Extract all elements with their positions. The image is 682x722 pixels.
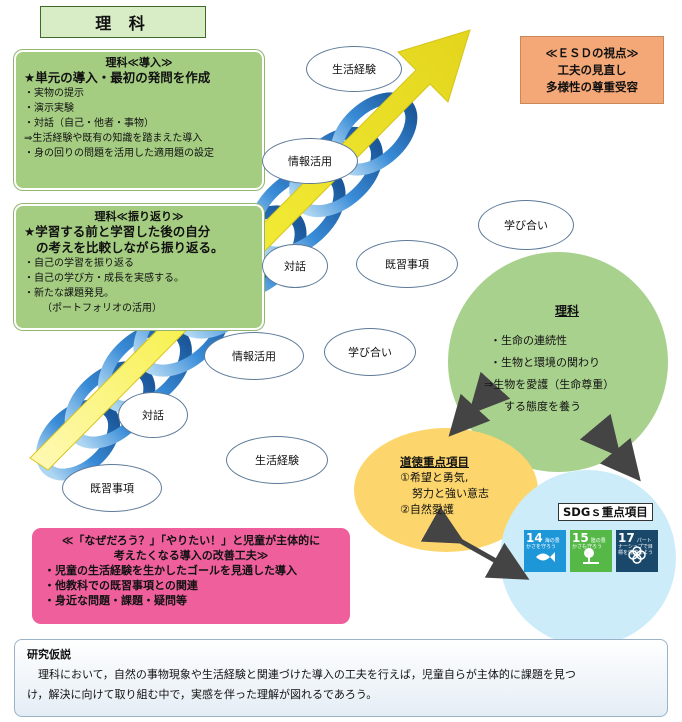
sdg-tile-caption: 海の豊かさを守ろう	[526, 538, 560, 550]
review-card-headline: ★学習する前と学習した後の自分	[24, 224, 211, 239]
keyword-ellipse-jouhou-top: 情報活用	[262, 138, 358, 184]
improvement-card-item: ・児童の生活経験を生かしたゴールを見通した導入	[44, 564, 297, 577]
keyword-ellipse-jouhou-bottom: 情報活用	[204, 332, 304, 380]
intro-card: 理科≪導入≫ ★単元の導入・最初の発問を作成 ・実物の提示 ・演示実験 ・対話（…	[14, 50, 264, 190]
review-card-item: ・新たな課題発見。	[24, 288, 114, 299]
connector-arrows	[420, 371, 641, 580]
rika-circle-line: ・生命の連続性	[490, 334, 567, 347]
intro-card-item: ・実物の提示	[24, 88, 84, 99]
rika-circle-line: ⇒生物を愛護（生命尊重）	[484, 378, 615, 391]
moral-circle-line: 努力と強い意志	[412, 487, 489, 500]
review-card-item: （ポートフォリオの活用）	[42, 303, 162, 314]
intro-card-item: ・身の回りの問題を活用した適用題の設定	[24, 148, 214, 159]
moral-circle-line: ①希望と勇気,	[400, 471, 469, 484]
improvement-card: ≪「なぜだろう？」「やりたい！」と児童が主体的に 考えたくなる導入の改善工夫≫ …	[32, 528, 350, 624]
review-card-title: 理科≪振り返り≫	[94, 210, 184, 223]
research-hypothesis-box: 研究仮説 理科において，自然の事物現象や生活経験と関連づけた導入の工夫を行えば，…	[14, 639, 668, 717]
review-card-item: ・自己の学習を振り返る	[24, 258, 134, 269]
intro-card-item: ・対話（自己・他者・事物）	[24, 118, 154, 129]
keyword-ellipse-taiwa-top: 対話	[262, 244, 328, 288]
moral-circle-line: ②自然愛護	[400, 503, 454, 516]
rika-circle-content: 理科	[482, 302, 652, 319]
sdg-tile-number: 14	[526, 531, 543, 545]
keyword-ellipse-taiwa-bottom: 対話	[118, 392, 188, 438]
improvement-card-item: ・身近な問題・課題・疑問等	[44, 594, 187, 607]
hypothesis-text: 理科において，自然の事物現象や生活経験と関連づけた導入の工夫を行えば，児童自らが…	[27, 668, 576, 681]
sdg-tile-caption: 陸の豊かさも守ろう	[572, 538, 606, 550]
sdg-tile-number: 17	[618, 531, 635, 545]
keyword-ellipse-manabiai-right: 学び合い	[478, 200, 574, 250]
keyword-ellipse-kishu-bottom: 既習事項	[62, 464, 162, 512]
intro-card-title: 理科≪導入≫	[105, 56, 173, 69]
flower-icon	[616, 545, 658, 569]
improvement-card-title: 考えたくなる導入の改善工夫≫	[113, 549, 269, 562]
keyword-ellipse-manabiai-mid: 学び合い	[324, 328, 416, 376]
rika-circle-line: ・生物と環境の関わり	[490, 356, 600, 369]
intro-card-item: ⇒生活経験や既有の知識を踏まえた導入	[24, 133, 203, 144]
page-title: 理 科	[40, 6, 206, 38]
keyword-ellipse-kishu-top: 既習事項	[356, 240, 458, 288]
rika-circle-lines: ・生命の連続性 ・生物と環境の関わり ⇒生物を愛護（生命尊重） する態度を養う	[484, 330, 662, 418]
intro-card-headline: ★単元の導入・最初の発問を作成	[24, 70, 211, 85]
connector-rika-sdg	[579, 413, 641, 482]
esd-line: 多様性の尊重受容	[546, 79, 638, 94]
esd-viewpoint-box: ≪ＥＳＤの視点≫ 工夫の見直し 多様性の尊重受容	[520, 36, 664, 104]
hypothesis-label: 研究仮説	[27, 648, 71, 661]
improvement-card-title: ≪「なぜだろう？」「やりたい！」と児童が主体的に	[61, 534, 321, 547]
intro-card-item: ・演示実験	[24, 103, 74, 114]
moral-circle-content: 道徳重点項目 ①希望と勇気, 努力と強い意志 ②自然愛護	[400, 454, 510, 518]
rika-circle-line: する態度を養う	[504, 400, 581, 413]
connector-rika-moral	[448, 371, 511, 437]
tree-icon	[570, 547, 612, 569]
review-card-headline: の考えを比較しながら振り返る。	[36, 240, 224, 255]
keyword-ellipse-seikatsu-top: 生活経験	[306, 46, 402, 92]
keyword-ellipse-seikatsu-bottom: 生活経験	[226, 436, 328, 484]
esd-title: ≪ＥＳＤの視点≫	[545, 45, 639, 60]
hypothesis-text: け，解決に向けて取り組む中で，実感を伴った理解が図れるであろう。	[27, 688, 378, 701]
sdg-circle-title: SDGｓ重点項目	[558, 503, 653, 521]
sdg-tile-number: 15	[572, 531, 589, 545]
fish-icon	[524, 549, 566, 569]
rika-circle-title: 理科	[554, 304, 579, 318]
review-card: 理科≪振り返り≫ ★学習する前と学習した後の自分 の考えを比較しながら振り返る。…	[14, 204, 264, 330]
review-card-item: ・自己の学び方・成長を実感する。	[24, 273, 184, 284]
moral-circle-title: 道徳重点項目	[400, 455, 469, 469]
connector-moral-sdg	[420, 506, 530, 580]
improvement-card-item: ・他教科での既習事項との関連	[44, 579, 198, 592]
esd-line: 工夫の見直し	[557, 62, 627, 77]
